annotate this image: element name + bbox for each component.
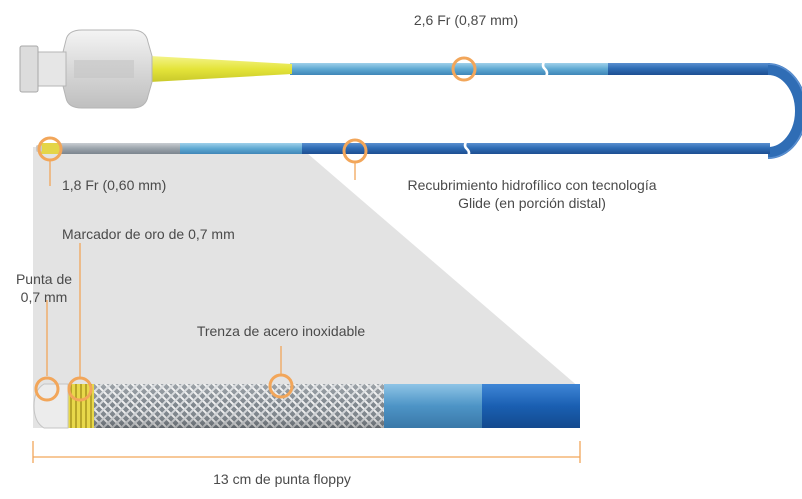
shaft-break-marks xyxy=(463,59,549,158)
zoomed-tip xyxy=(33,383,580,429)
distal-gold-tip xyxy=(40,143,60,154)
label-distal-size: 1,8 Fr (0,60 mm) xyxy=(62,177,166,193)
distal-shaft-gray xyxy=(60,143,180,154)
proximal-shaft-light xyxy=(290,63,610,75)
ring-braid xyxy=(268,373,294,399)
tip-end xyxy=(33,383,69,429)
label-floppy-length: 13 cm de punta floppy xyxy=(213,471,351,487)
label-gold-marker: Marcador de oro de 0,7 mm xyxy=(62,226,235,242)
ring-proximal-size xyxy=(451,56,477,82)
distal-shaft-light xyxy=(178,143,302,154)
label-tip-line2: 0,7 mm xyxy=(21,289,68,305)
label-tip-line1: Punta de xyxy=(16,271,72,287)
proximal-shaft-dark xyxy=(608,63,770,75)
ring-tip xyxy=(34,376,60,402)
label-proximal-size: 2,6 Fr (0,87 mm) xyxy=(414,12,518,28)
zoom-wedge xyxy=(33,147,580,428)
ring-coating xyxy=(342,138,368,164)
catheter-bend xyxy=(767,63,802,159)
label-braid: Trenza de acero inoxidable xyxy=(197,323,366,339)
ring-distal-size xyxy=(37,136,63,162)
callout-rings xyxy=(34,56,477,402)
floppy-length-bracket xyxy=(32,441,581,463)
catheter-hub xyxy=(19,29,292,109)
ring-gold-marker xyxy=(67,376,93,402)
label-coating-line2: Glide (en porción distal) xyxy=(458,195,606,211)
label-coating-line1: Recubrimiento hidrofílico con tecnología xyxy=(407,177,656,193)
leader-lines xyxy=(46,160,356,377)
distal-shaft-dark xyxy=(300,143,770,154)
